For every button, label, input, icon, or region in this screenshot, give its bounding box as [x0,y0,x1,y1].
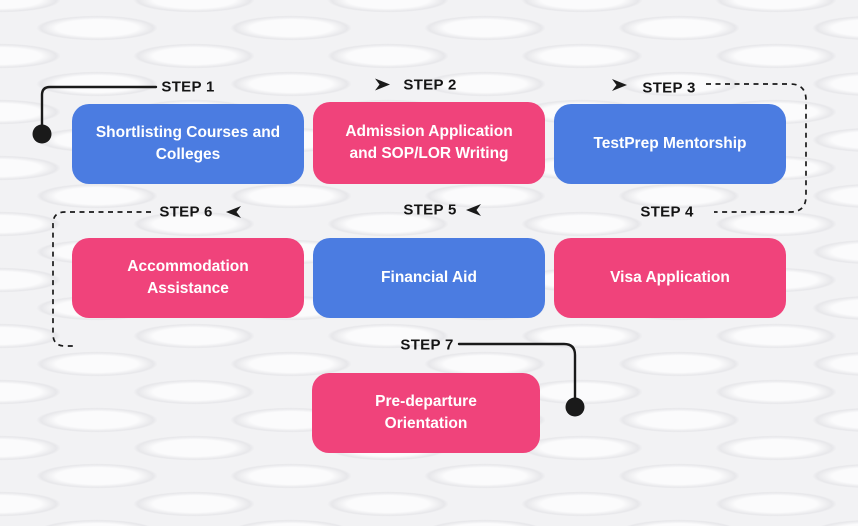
step-3-label: STEP 3 [642,79,696,97]
dashed-connector-left [52,211,151,347]
end-dot-icon [565,397,585,417]
step-6-label: STEP 6 [159,203,213,221]
step-2-label: STEP 2 [403,76,457,94]
arrow-right-icon [375,78,390,91]
step-4-card: Visa Application [554,238,786,318]
step-7-label: STEP 7 [400,336,454,354]
step-1-card: Shortlisting Courses and Colleges [72,104,304,184]
arrow-left-icon [226,206,241,218]
step-5-title: Financial Aid [381,269,477,286]
end-connector-line [457,342,577,401]
step-7-card: Pre-departure Orientation [312,373,540,453]
step-2-card: Admission Application and SOP/LOR Writin… [313,102,545,184]
step-2-title: Admission Application and SOP/LOR Writin… [345,123,513,162]
step-3-title: TestPrep Mentorship [593,135,747,152]
step-7-title: Pre-departure Orientation [375,393,477,432]
step-5-label: STEP 5 [403,201,457,219]
step-4-label: STEP 4 [640,203,694,221]
step-1-label: STEP 1 [161,78,215,96]
arrow-right-icon [612,79,627,91]
start-dot-icon [32,124,52,144]
start-connector-line [40,85,158,132]
step-3-card: TestPrep Mentorship [554,104,786,184]
step-4-title: Visa Application [610,269,730,286]
step-6-title: Accommodation Assistance [127,258,249,297]
dashed-connector-right [706,83,807,213]
step-1-title: Shortlisting Courses and Colleges [95,124,281,163]
step-6-card: Accommodation Assistance [72,238,304,318]
arrow-left-icon [466,204,481,216]
step-5-card: Financial Aid [313,238,545,318]
